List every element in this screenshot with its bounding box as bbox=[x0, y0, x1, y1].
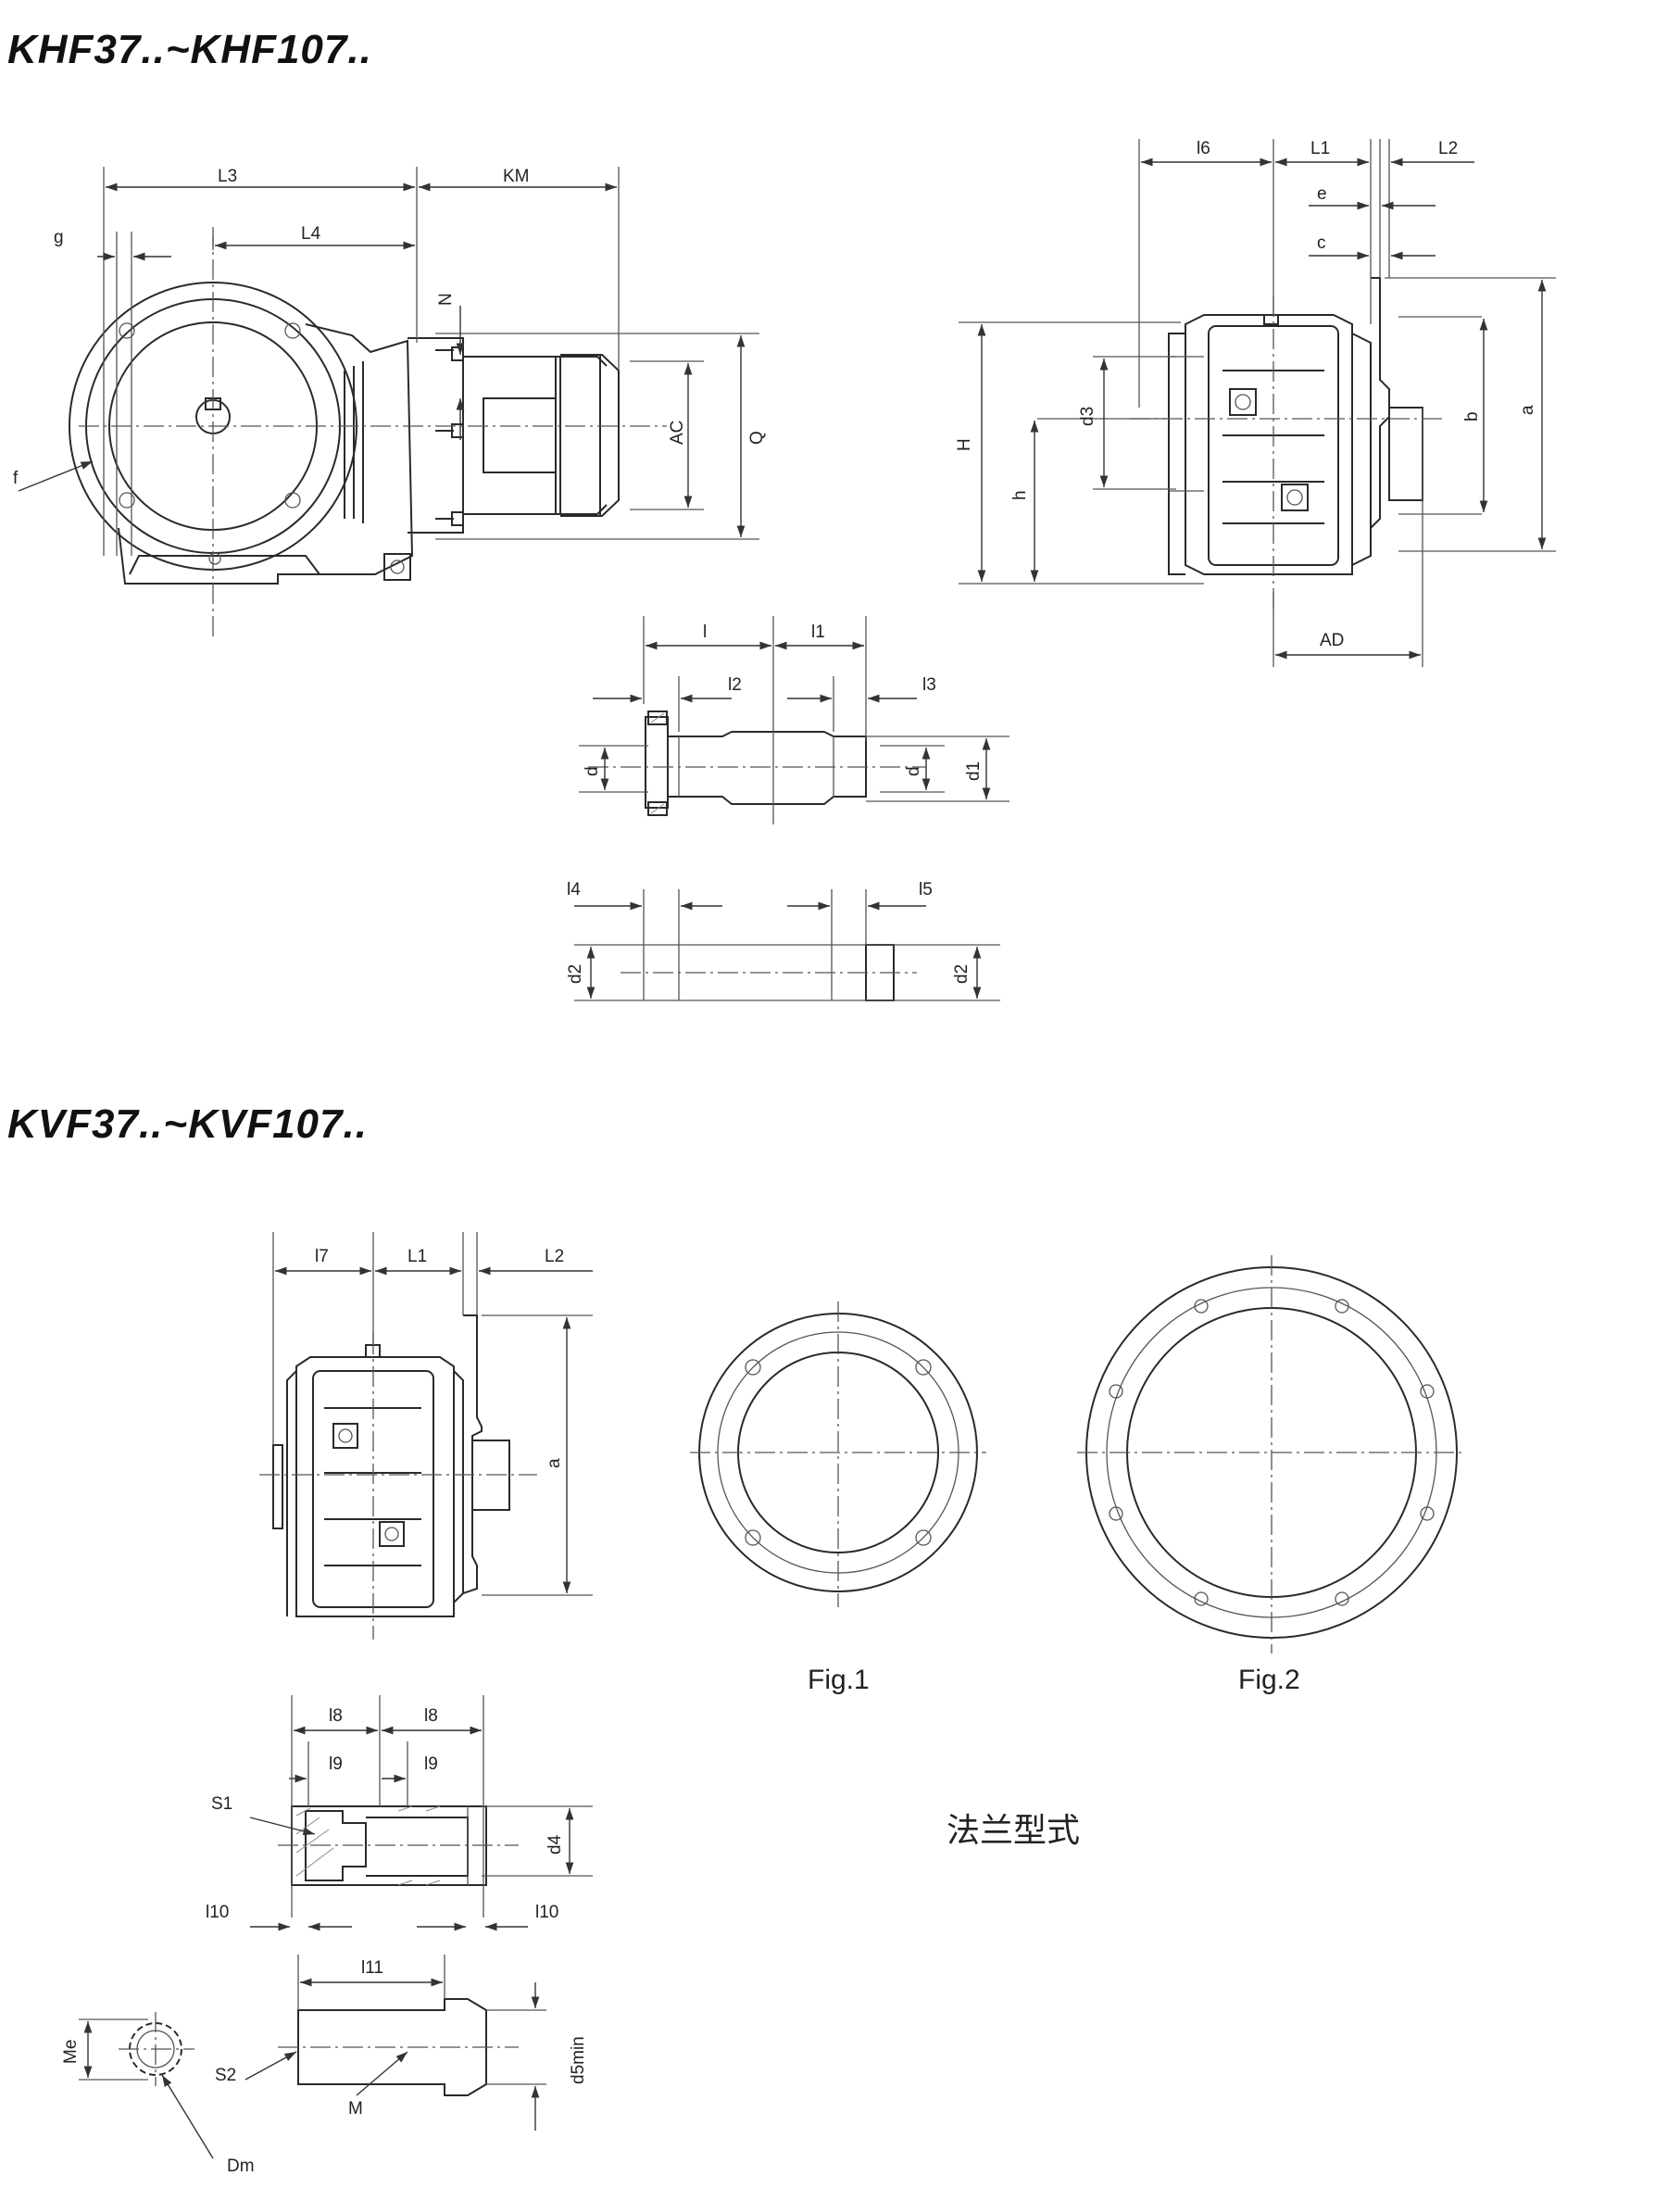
kvf-side-view: l7 L1 L2 a bbox=[259, 1232, 593, 1640]
khf-side-view: l6 L1 L2 e c d3 b a H h AD bbox=[955, 139, 1556, 667]
label-l8-right: l8 bbox=[424, 1706, 438, 1726]
label-c: c bbox=[1317, 233, 1326, 253]
hollow-shaft-detail: l l1 l2 l3 d d d1 bbox=[579, 616, 1009, 824]
label-Me: Me bbox=[61, 2040, 81, 2064]
label-S2: S2 bbox=[215, 2066, 236, 2085]
label-d5min: d5min bbox=[569, 2036, 588, 2084]
label-l3: l3 bbox=[922, 675, 936, 695]
label-d-left: d bbox=[583, 766, 602, 776]
flange-fig1: Fig.1 bbox=[690, 1301, 986, 1695]
label-L2: L2 bbox=[1438, 139, 1458, 158]
label-e: e bbox=[1317, 184, 1327, 204]
khf-front-view: L3 KM g L4 N f AC Q bbox=[13, 167, 767, 639]
splined-hollow-shaft-detail: l8 l8 l9 l9 S1 d4 l10 l10 bbox=[206, 1695, 593, 1931]
spline-shaft-detail: l11 Me S2 d5min M Dm bbox=[61, 1955, 588, 2176]
fig2-caption: Fig.2 bbox=[1238, 1665, 1300, 1695]
label-l9-right: l9 bbox=[424, 1754, 438, 1774]
label-d3: d3 bbox=[1078, 407, 1097, 426]
label-l11: l11 bbox=[361, 1958, 383, 1978]
label-kvf-L1: L1 bbox=[407, 1247, 427, 1266]
label-l7: l7 bbox=[315, 1247, 329, 1266]
label-L3: L3 bbox=[218, 167, 237, 186]
label-L1: L1 bbox=[1310, 139, 1330, 158]
label-AD: AD bbox=[1320, 631, 1344, 650]
label-l10-left: l10 bbox=[206, 1903, 229, 1922]
label-g: g bbox=[54, 228, 64, 247]
label-N: N bbox=[436, 293, 456, 306]
label-l6: l6 bbox=[1197, 139, 1210, 158]
label-Q: Q bbox=[747, 431, 767, 445]
khf-series-title: KHF37..~KHF107.. bbox=[7, 27, 372, 72]
label-M: M bbox=[348, 2099, 363, 2119]
label-d1: d1 bbox=[964, 761, 984, 781]
label-S1: S1 bbox=[211, 1794, 232, 1814]
label-d2-left: d2 bbox=[566, 964, 585, 984]
label-AC: AC bbox=[668, 421, 687, 445]
label-d2-right: d2 bbox=[952, 964, 972, 984]
label-kvf-L2: L2 bbox=[545, 1247, 564, 1266]
label-h: h bbox=[1010, 490, 1030, 500]
label-l8-left: l8 bbox=[329, 1706, 343, 1726]
label-kvf-a: a bbox=[545, 1458, 564, 1468]
label-l4: l4 bbox=[567, 880, 581, 899]
label-l5: l5 bbox=[919, 880, 933, 899]
label-l9-left: l9 bbox=[329, 1754, 343, 1774]
kvf-series-title: KVF37..~KVF107.. bbox=[7, 1101, 368, 1147]
label-d-right: d bbox=[904, 766, 923, 776]
flange-type-caption: 法兰型式 bbox=[947, 1812, 1080, 1850]
label-l2: l2 bbox=[728, 675, 742, 695]
label-H: H bbox=[955, 438, 974, 451]
fig1-caption: Fig.1 bbox=[808, 1665, 870, 1695]
label-l10-right: l10 bbox=[535, 1903, 558, 1922]
label-a: a bbox=[1518, 405, 1537, 415]
label-b: b bbox=[1462, 411, 1482, 421]
label-f: f bbox=[13, 469, 19, 488]
label-L4: L4 bbox=[301, 224, 321, 244]
label-Dm: Dm bbox=[227, 2157, 255, 2176]
shaft-bore-d2-detail: l4 l5 d2 d2 bbox=[566, 880, 1000, 1001]
flange-fig2: Fig.2 bbox=[1077, 1255, 1466, 1695]
label-l: l bbox=[703, 622, 707, 642]
label-KM: KM bbox=[503, 167, 530, 186]
label-l1: l1 bbox=[811, 622, 825, 642]
label-d4: d4 bbox=[545, 1834, 565, 1855]
